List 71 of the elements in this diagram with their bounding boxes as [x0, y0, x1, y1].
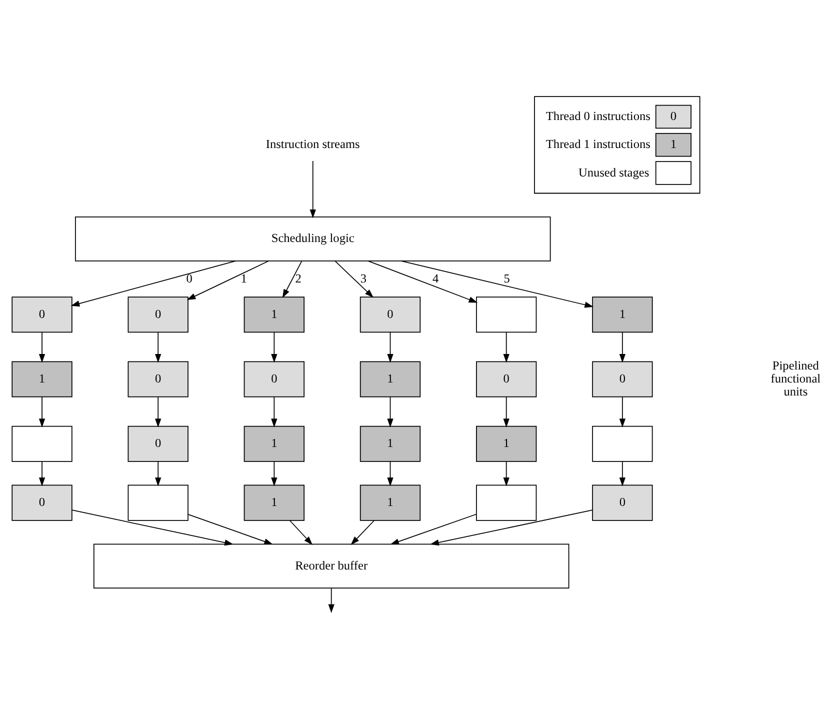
- arrow: [334, 260, 374, 298]
- node-box: 0: [128, 296, 188, 332]
- legend-label: Unused stages: [578, 164, 650, 179]
- node-box: 0: [592, 360, 653, 397]
- node-box: Scheduling logic: [75, 216, 551, 261]
- edge-label: 2: [295, 270, 302, 285]
- legend-label: Thread 1 instructions: [546, 136, 650, 151]
- node-box: [592, 425, 653, 462]
- arrow: [387, 460, 394, 486]
- node-box: Reorder buffer: [93, 543, 570, 588]
- node-box: 1: [360, 484, 421, 520]
- node-box: 0: [128, 360, 188, 397]
- arrow: [155, 460, 162, 486]
- node-box: 1: [360, 360, 421, 397]
- arrow: [387, 331, 394, 362]
- node-box: 0: [244, 360, 305, 397]
- node-box: 1: [12, 360, 72, 397]
- arrow: [186, 260, 269, 300]
- arrow: [430, 509, 593, 546]
- label: 0: [670, 108, 677, 122]
- node-box: 1: [244, 484, 305, 520]
- arrow: [390, 513, 477, 544]
- arrow: [368, 260, 478, 302]
- node-box: [128, 484, 188, 520]
- label: Pipelined functional units: [770, 358, 821, 398]
- edge-label: 5: [504, 270, 510, 285]
- arrow: [350, 520, 375, 544]
- arrow: [271, 396, 278, 427]
- node-box: 0: [360, 296, 421, 332]
- edge-label: 4: [432, 270, 439, 285]
- arrow: [401, 260, 594, 308]
- arrow: [619, 331, 626, 362]
- arrow: [70, 260, 236, 306]
- arrow: [503, 396, 510, 427]
- arrow: [38, 460, 46, 486]
- arrow: [619, 396, 626, 427]
- arrow: [188, 513, 273, 544]
- arrow: [155, 396, 162, 427]
- node-box: 0: [128, 425, 188, 462]
- node-box: [12, 425, 72, 462]
- arrow: [38, 396, 46, 427]
- legend-label: Thread 0 instructions: [546, 108, 650, 122]
- arrow: [271, 331, 278, 362]
- node-box: 1: [360, 425, 421, 462]
- node-box: 0: [592, 484, 653, 520]
- node-text: Instruction streams: [266, 136, 360, 151]
- arrow: [38, 331, 46, 362]
- arrow: [328, 587, 334, 613]
- edge-label: 0: [186, 270, 192, 285]
- edge-label: 3: [360, 270, 367, 285]
- arrow: [282, 260, 302, 298]
- arrow: [503, 331, 510, 362]
- arrow: [619, 460, 626, 486]
- arrow: [289, 520, 313, 545]
- arrow: [155, 331, 162, 362]
- arrow: [503, 460, 510, 486]
- node-box: 0: [12, 484, 72, 520]
- node-box: 0: [476, 360, 537, 397]
- arrow: [72, 509, 234, 546]
- node-box: [476, 484, 537, 520]
- node-box: 0: [12, 296, 72, 332]
- arrow: [271, 460, 278, 486]
- label: 1: [670, 136, 677, 151]
- node-box: 1: [476, 425, 537, 462]
- node-box: 1: [244, 296, 305, 332]
- arrow: [387, 396, 394, 427]
- edge-label: 1: [240, 270, 247, 285]
- node-box: 1: [244, 425, 305, 462]
- arrow: [310, 160, 316, 218]
- node-box: 1: [592, 296, 653, 332]
- node-box: [476, 296, 537, 332]
